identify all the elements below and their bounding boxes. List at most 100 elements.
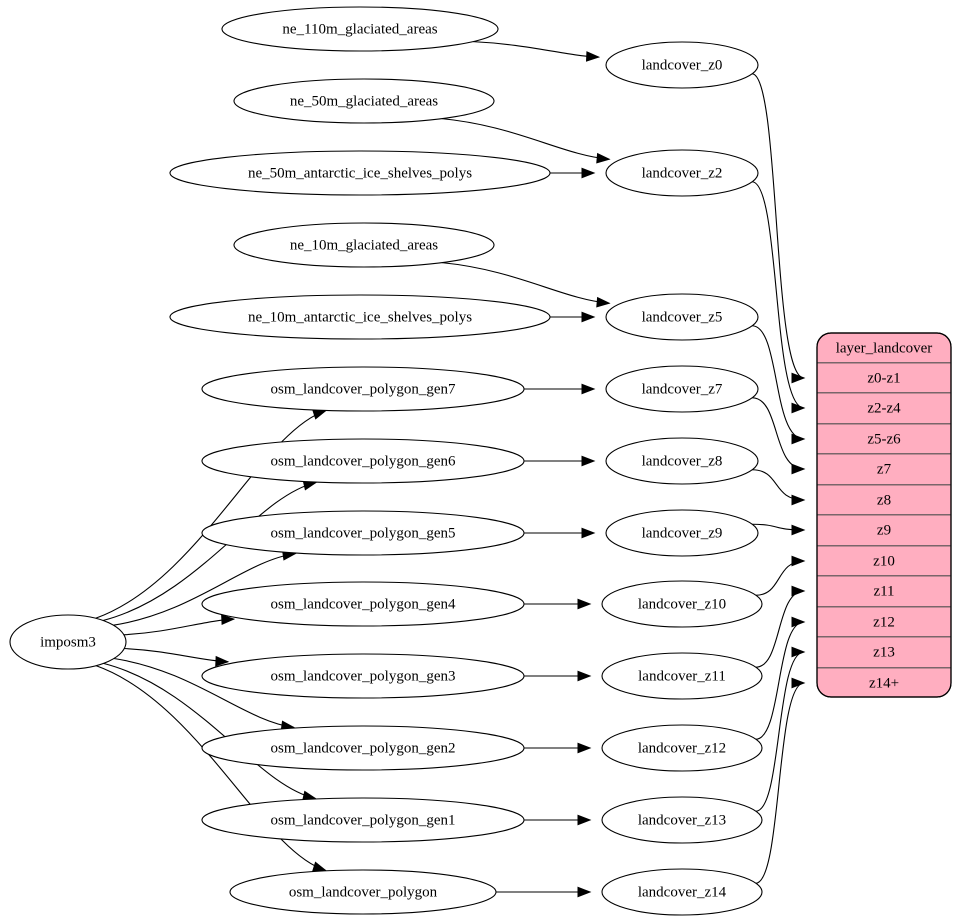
table-row-z5-z6[interactable]: z5-z6 (867, 431, 901, 447)
edge-landcover_z8-to-row_z8 (751, 469, 805, 501)
node-label: osm_landcover_polygon_gen4 (271, 596, 456, 612)
node-ne_10m_glaciated_areas[interactable]: ne_10m_glaciated_areas (233, 222, 495, 268)
arrow-head (791, 402, 806, 414)
edge-imposm3-to-osm_landcover_polygon_gen7 (95, 410, 326, 619)
node-landcover_z12[interactable]: landcover_z12 (601, 724, 763, 772)
node-ne_110m_glaciated_areas[interactable]: ne_110m_glaciated_areas (221, 6, 499, 52)
node-label: osm_landcover_polygon_gen1 (271, 812, 456, 828)
table-row-z14+[interactable]: z14+ (869, 675, 899, 691)
edge-imposm3-to-osm_landcover_polygon_gen6 (102, 481, 317, 622)
table-row-z7[interactable]: z7 (877, 461, 892, 477)
node-label: ne_10m_glaciated_areas (290, 237, 438, 253)
node-osm_landcover_polygon_gen6[interactable]: osm_landcover_polygon_gen6 (201, 438, 525, 484)
table-row-label: z8 (877, 492, 891, 508)
node-label: landcover_z8 (642, 453, 723, 469)
node-label: ne_50m_glaciated_areas (290, 93, 438, 109)
node-shape (9, 614, 127, 670)
table-row-z0-z1[interactable]: z0-z1 (867, 370, 900, 386)
node-ne_10m_antarctic_ice_shelves_polys[interactable]: ne_10m_antarctic_ice_shelves_polys (169, 294, 551, 340)
node-osm_landcover_polygon_gen4[interactable]: osm_landcover_polygon_gen4 (201, 581, 525, 627)
table-row-z12[interactable]: z12 (873, 614, 895, 630)
node-shape (201, 438, 525, 484)
table-row-label: z0-z1 (867, 370, 900, 386)
node-label: ne_110m_glaciated_areas (282, 21, 437, 37)
node-landcover_z2[interactable]: landcover_z2 (605, 149, 759, 197)
node-ne_50m_glaciated_areas[interactable]: ne_50m_glaciated_areas (233, 78, 495, 124)
arrow-head (791, 585, 806, 597)
node-landcover_z9[interactable]: landcover_z9 (605, 509, 759, 557)
node-shape (201, 725, 525, 771)
layer-table-group[interactable]: layer_landcover z0-z1 z2-z4 z5-z6 z7 z8 z9 z10 z… (816, 332, 952, 698)
node-osm_landcover_polygon_gen2[interactable]: osm_landcover_polygon_gen2 (201, 725, 525, 771)
layer-landcover-table: layer_landcover z0-z1 z2-z4 z5-z6 z7 z8 z9 z10 z… (816, 332, 952, 698)
edge-imposm3-to-osm_landcover_polygon_gen1 (103, 662, 316, 800)
table-row-label: z2-z4 (867, 400, 901, 416)
edge-landcover_z12-to-row_z12 (755, 621, 805, 740)
node-shape (605, 437, 759, 485)
node-landcover_z7[interactable]: landcover_z7 (605, 365, 759, 413)
node-shape (605, 365, 759, 413)
table-row-z11[interactable]: z11 (873, 583, 894, 599)
edge-landcover_z11-to-row_z11 (755, 590, 805, 668)
edge-landcover_z0-to-row_z0-z1 (751, 73, 805, 379)
edge-imposm3-to-osm_landcover_polygon (95, 665, 326, 871)
node-landcover_z8[interactable]: landcover_z8 (605, 437, 759, 485)
node-osm_landcover_polygon_gen7[interactable]: osm_landcover_polygon_gen7 (201, 366, 525, 412)
table-row-z10[interactable]: z10 (873, 553, 895, 569)
table-row-label: z12 (873, 614, 895, 630)
node-label: osm_landcover_polygon_gen5 (271, 525, 456, 541)
node-shape (601, 796, 763, 844)
table-row-z13[interactable]: z13 (873, 644, 895, 660)
node-shape (233, 222, 495, 268)
node-shape (605, 149, 759, 197)
node-osm_landcover_polygon_gen5[interactable]: osm_landcover_polygon_gen5 (201, 510, 525, 556)
node-osm_landcover_polygon_gen1[interactable]: osm_landcover_polygon_gen1 (201, 797, 525, 843)
node-shape (601, 724, 763, 772)
node-label: landcover_z9 (642, 525, 723, 541)
node-label: osm_landcover_polygon (289, 884, 438, 900)
table-outline (816, 332, 952, 698)
table-title: layer_landcover (836, 340, 933, 356)
edge-ne_50m_glaciated_areas-to-landcover_z2 (441, 118, 610, 160)
node-osm_landcover_polygon_gen3[interactable]: osm_landcover_polygon_gen3 (201, 653, 525, 699)
arrow-head (791, 677, 806, 689)
node-landcover_z5[interactable]: landcover_z5 (605, 293, 759, 341)
node-shape (201, 797, 525, 843)
node-shape (605, 41, 759, 89)
node-landcover_z0[interactable]: landcover_z0 (605, 41, 759, 89)
node-imposm3[interactable]: imposm3 (9, 614, 127, 670)
node-shape (605, 293, 759, 341)
node-ne_50m_antarctic_ice_shelves_polys[interactable]: ne_50m_antarctic_ice_shelves_polys (169, 150, 551, 196)
node-label: landcover_z5 (642, 309, 723, 325)
node-label: osm_landcover_polygon_gen7 (271, 381, 456, 397)
edges-layer (95, 41, 806, 898)
node-label: landcover_z10 (638, 596, 726, 612)
node-shape (229, 869, 497, 915)
table-row-label: z13 (873, 644, 895, 660)
node-label: landcover_z14 (638, 884, 727, 900)
table-row-z2-z4[interactable]: z2-z4 (867, 400, 901, 416)
node-landcover_z13[interactable]: landcover_z13 (601, 796, 763, 844)
node-label: landcover_z2 (642, 165, 723, 181)
edge-imposm3-to-osm_landcover_polygon_gen2 (113, 657, 294, 728)
table-row-z8[interactable]: z8 (877, 492, 891, 508)
table-row-label: z9 (877, 522, 891, 538)
edge-imposm3-to-osm_landcover_polygon_gen3 (124, 647, 228, 663)
table-row-z9[interactable]: z9 (877, 522, 891, 538)
node-label: landcover_z0 (642, 57, 723, 73)
node-shape (201, 510, 525, 556)
node-landcover_z14[interactable]: landcover_z14 (601, 868, 763, 916)
edge-ne_110m_glaciated_areas-to-landcover_z0 (472, 41, 599, 58)
edge-landcover_z5-to-row_z5-z6 (751, 325, 805, 440)
node-shape (601, 580, 763, 628)
node-shape (605, 509, 759, 557)
node-landcover_z10[interactable]: landcover_z10 (601, 580, 763, 628)
node-label: osm_landcover_polygon_gen2 (271, 740, 456, 756)
node-landcover_z11[interactable]: landcover_z11 (601, 652, 763, 700)
node-label: landcover_z11 (638, 668, 726, 684)
node-shape (233, 78, 495, 124)
node-shape (169, 294, 551, 340)
node-osm_landcover_polygon[interactable]: osm_landcover_polygon (229, 869, 497, 915)
node-shape (221, 6, 499, 52)
